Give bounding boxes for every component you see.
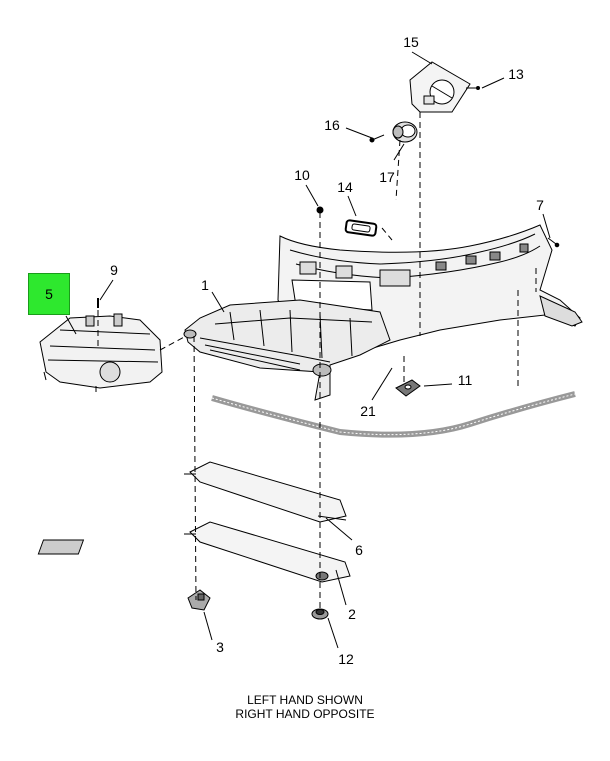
part-12-fastener xyxy=(311,608,329,620)
callout-10[interactable]: 10 xyxy=(294,167,310,183)
callout-15[interactable]: 15 xyxy=(403,34,419,50)
part-13-screw xyxy=(466,86,480,90)
callout-5: 5 xyxy=(45,286,53,302)
part-14-grommet xyxy=(344,219,378,237)
part-7-pin xyxy=(547,237,560,248)
callout-3[interactable]: 3 xyxy=(216,639,224,655)
callout-16[interactable]: 16 xyxy=(324,117,340,133)
callout-6[interactable]: 6 xyxy=(355,542,363,558)
callout-5-highlight[interactable]: 5 xyxy=(28,273,70,315)
part-3-clip xyxy=(187,589,211,611)
leader-lines xyxy=(65,51,551,649)
caption-line-2: RIGHT HAND OPPOSITE xyxy=(235,707,375,721)
part-5-housing xyxy=(39,313,163,392)
part-11-clip xyxy=(395,379,421,397)
callout-21[interactable]: 21 xyxy=(360,403,376,419)
callout-14[interactable]: 14 xyxy=(337,179,353,195)
callout-9[interactable]: 9 xyxy=(110,262,118,278)
callout-1[interactable]: 1 xyxy=(201,277,209,293)
caption-line-1: LEFT HAND SHOWN xyxy=(247,693,363,707)
part-16-screw xyxy=(369,134,385,143)
part-6-floor-panel xyxy=(184,461,347,523)
part-1-trim-panel xyxy=(183,224,583,401)
callout-17[interactable]: 17 xyxy=(379,169,395,185)
part-2-floor-panel xyxy=(37,521,351,583)
callout-13[interactable]: 13 xyxy=(508,66,524,82)
part-17-speaker xyxy=(392,121,418,143)
callout-7[interactable]: 7 xyxy=(536,197,544,213)
part-15-bracket xyxy=(409,61,471,113)
callout-12[interactable]: 12 xyxy=(338,651,354,667)
callout-11[interactable]: 11 xyxy=(457,372,473,388)
alignment-lines xyxy=(97,112,537,612)
callout-2[interactable]: 2 xyxy=(348,606,356,622)
part-21-seal-strip xyxy=(211,391,576,438)
